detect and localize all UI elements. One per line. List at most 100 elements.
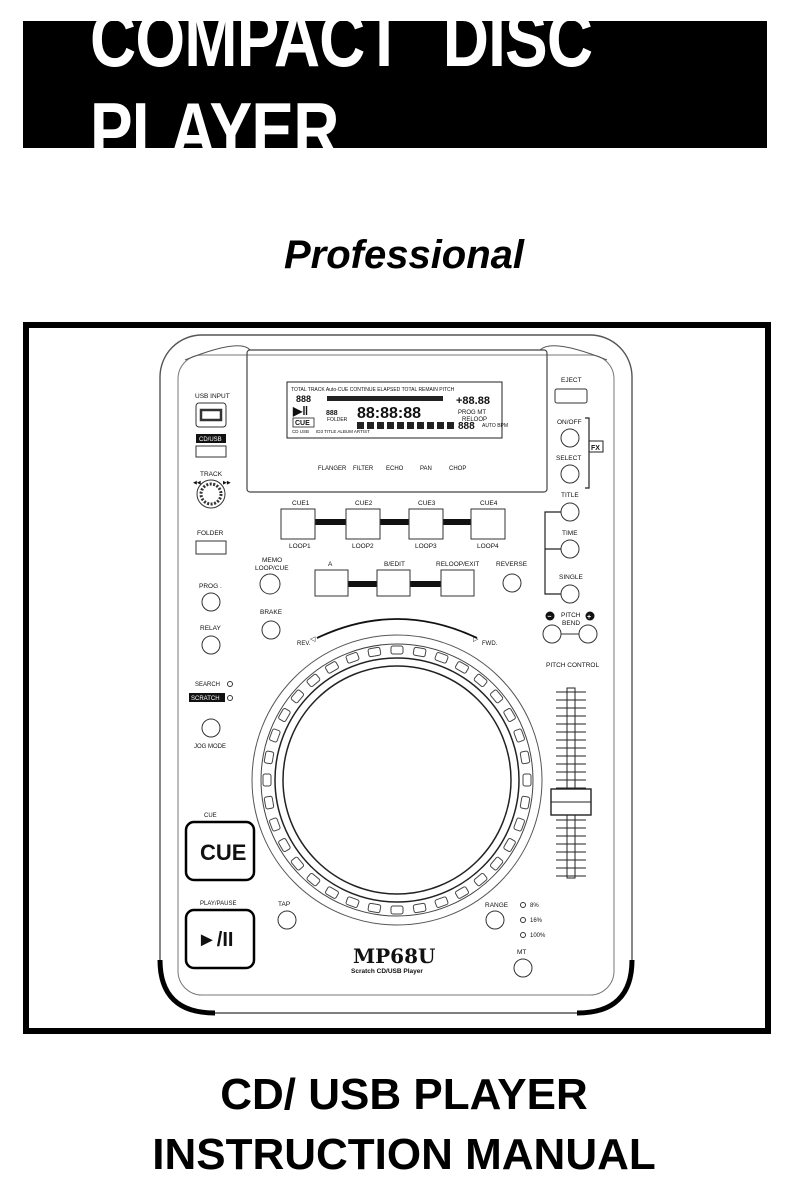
svg-text:+: + [587,614,591,621]
pitch-bend-minus-button[interactable] [542,624,562,644]
lcd-time-digits: 88:88:88 [357,405,421,422]
cd-usb-button[interactable] [195,445,227,458]
reloop-exit-label: RELOOP/EXIT [436,561,479,568]
fx-chop[interactable]: CHOP [449,466,466,472]
player-inner-body [177,354,615,996]
jog-ridge [306,673,321,688]
jog-ridge [367,902,382,914]
fx-pan[interactable]: PAN [420,466,432,472]
subtitle: Professional [283,233,525,277]
jog-wheel[interactable] [251,634,543,926]
pitch-label: PITCH [561,612,581,619]
reverse-button[interactable] [502,573,522,593]
on-off-button[interactable] [560,428,580,448]
range-8-led [520,902,526,908]
track-next-icon: ▶▶ [223,480,231,486]
jog-ridge [262,773,272,787]
title-button[interactable] [560,502,580,522]
loop2-label: LOOP2 [352,543,374,550]
jog-ridge [412,902,427,914]
b-edit-button[interactable] [376,569,411,597]
jog-ridge [263,795,275,810]
lcd-play-icon: ▶‖ [292,404,308,418]
brake-button[interactable] [261,620,281,640]
lcd-cue: CUE [295,420,310,427]
jog-ridge [390,905,404,915]
loop1-label: LOOP1 [289,543,311,550]
cd-usb-tag [196,434,226,443]
cue2-label: CUE2 [355,500,373,507]
jog-ridge [522,773,532,787]
fx-filter[interactable]: FILTER [353,466,374,472]
time-button[interactable] [560,539,580,559]
range-button[interactable] [485,910,505,930]
jog-ridge [290,856,305,871]
svg-text:▷: ▷ [473,636,479,643]
scratch-led [227,695,233,701]
cue2-button[interactable] [345,508,381,540]
scratch-label: SCRATCH [191,696,220,702]
fx-tag [588,440,604,453]
jog-ridge [503,838,516,852]
cue3-button[interactable] [408,508,444,540]
range-label: RANGE [485,902,509,909]
lcd-track-digits: 888 [296,394,311,404]
cue-button[interactable] [184,820,256,882]
single-label: SINGLE [559,574,584,581]
jog-mode-button[interactable] [201,718,221,738]
jog-mode-label: JOG MODE [194,744,226,750]
folder-button[interactable] [195,540,227,555]
eject-label: EJECT [561,377,582,384]
jog-ridge [325,886,339,899]
time-label: TIME [562,530,578,537]
cue1-button[interactable] [280,508,316,540]
mt-button[interactable] [513,958,533,978]
title-label: TITLE [561,492,579,499]
relay-button[interactable] [201,635,221,655]
jog-ridge [269,728,281,743]
jog-ridge [503,708,516,722]
fx-flanger[interactable]: FLANGER [318,466,347,472]
play-pause-button[interactable] [184,908,256,970]
pitch-bend-minus-icon [545,611,555,621]
prog-label: PROG . [199,583,222,590]
relay-label: RELAY [200,625,221,632]
lcd-reloop: RELOOP [462,417,487,423]
lcd-auto-bpm: AUTO BPM [482,423,508,429]
lcd-track-digits-2: 888 [326,410,338,417]
jog-ridge [489,856,504,871]
lcd-progress-bar [327,396,443,401]
pitch-fader[interactable] [550,687,592,879]
jog-ridge [513,817,525,832]
prog-button[interactable] [201,592,221,612]
jog-ridge [345,896,360,908]
lcd-id3: ID3 TITLE ALBUM ARTIST [316,429,370,434]
select-button[interactable] [560,464,580,484]
tap-button[interactable] [277,910,297,930]
jog-ridge [367,646,382,658]
jog-ridge [290,689,305,704]
track-knob[interactable] [196,479,226,509]
eject-button[interactable] [554,388,588,404]
usb-port[interactable] [195,402,227,428]
footer-line-1: CD/ USB PLAYER [220,1070,588,1119]
reloop-exit-button[interactable] [440,569,475,597]
pitch-bend-plus-button[interactable] [578,624,598,644]
single-button[interactable] [560,584,580,604]
on-off-label: ON/OFF [557,419,582,426]
cue4-button[interactable] [470,508,506,540]
jog-ridge [278,708,291,722]
loop4-label: LOOP4 [477,543,499,550]
pitch-control-label: PITCH CONTROL [546,662,599,669]
a-button[interactable] [314,569,349,597]
memo-button[interactable] [259,573,281,595]
fx-echo[interactable]: ECHO [386,466,404,472]
jog-ridge [390,645,404,655]
play-pause-label: PLAY/PAUSE [200,901,236,907]
cue3-label: CUE3 [418,500,436,507]
range-8-label: 8% [530,903,539,909]
lcd-prog-mt: PROG MT [458,410,486,416]
jog-ridge [473,673,488,688]
loop3-label: LOOP3 [415,543,437,550]
